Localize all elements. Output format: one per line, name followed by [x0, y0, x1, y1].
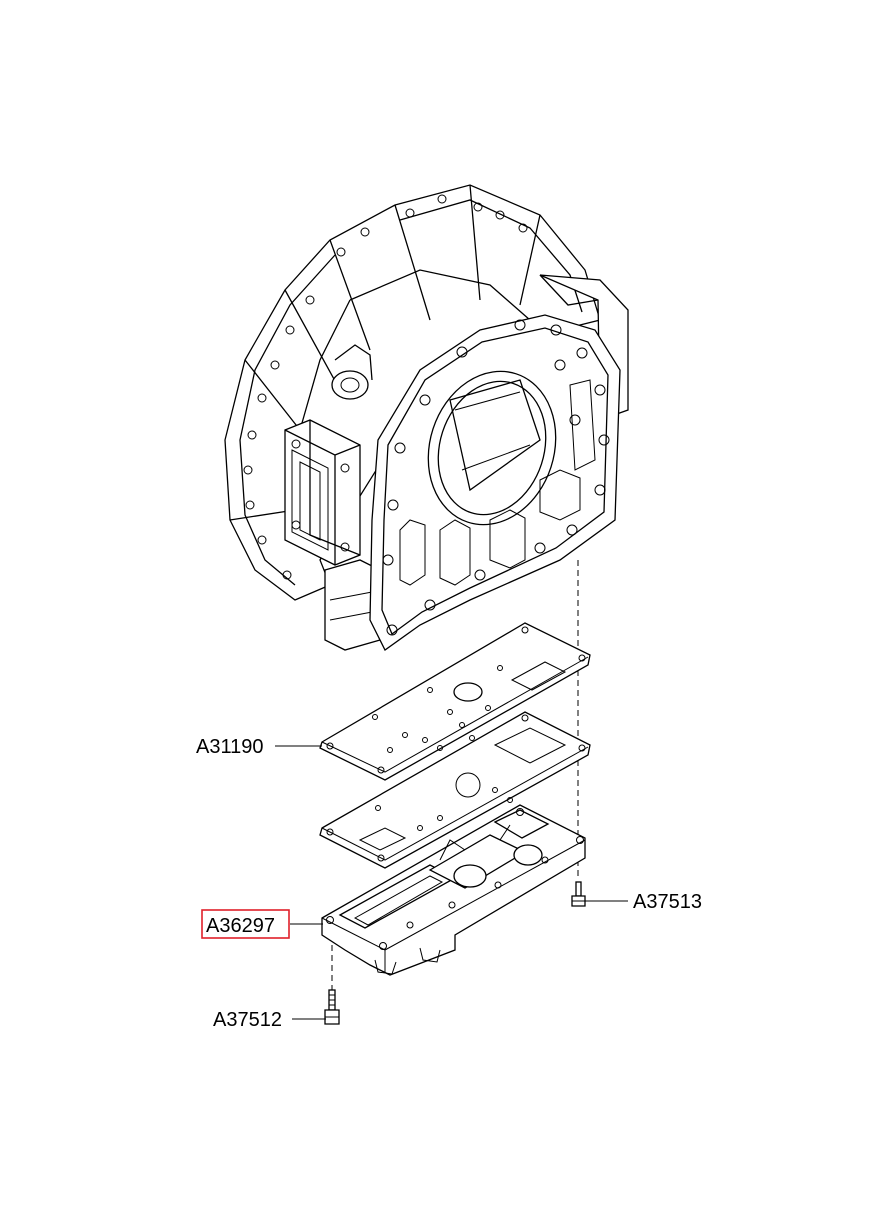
callout-a37513[interactable]: A37513 — [633, 891, 702, 913]
bolt-left — [324, 989, 340, 1025]
separator-plate — [319, 622, 591, 781]
bolt-right — [571, 881, 586, 907]
callout-a37512[interactable]: A37512 — [213, 1009, 282, 1031]
callout-a31190[interactable]: A31190 — [196, 736, 263, 758]
callout-a36297[interactable]: A36297 — [206, 915, 275, 937]
gasket — [319, 711, 591, 869]
callout-highlight-box — [201, 909, 290, 939]
transmission-housing — [224, 184, 629, 651]
valve-body-cover — [321, 804, 586, 976]
